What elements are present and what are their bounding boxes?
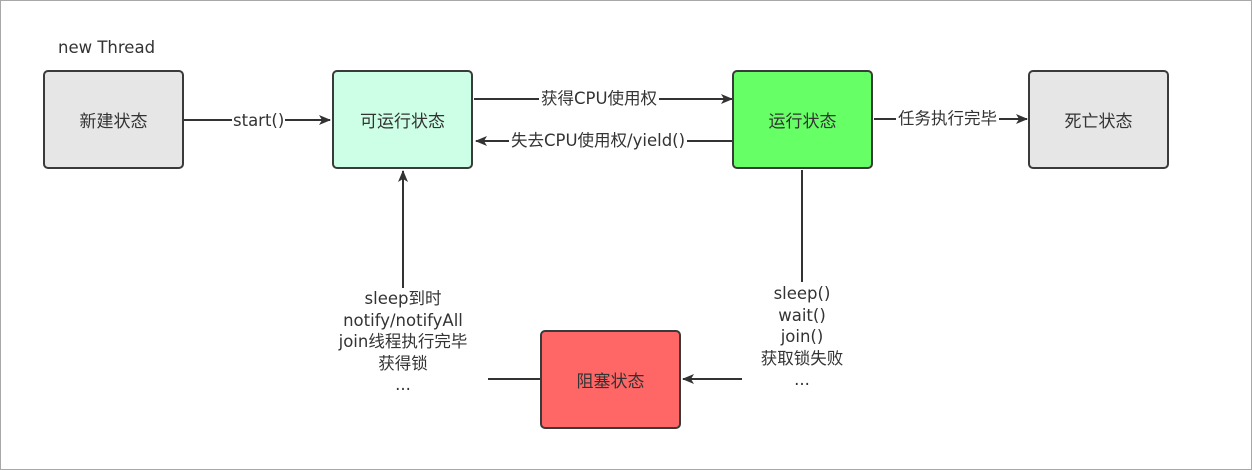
to-runnable-line-1: sleep到时 xyxy=(364,289,442,308)
to-blocked-line-2: wait() xyxy=(778,305,826,325)
to-blocked-line-1: sleep() xyxy=(773,284,831,303)
state-running: 运行状态 xyxy=(732,70,873,169)
edge-label-lose-cpu: 失去CPU使用权/yield() xyxy=(509,131,688,151)
to-runnable-line-3: join线程执行完毕 xyxy=(338,332,468,351)
state-blocked: 阻塞状态 xyxy=(540,330,681,429)
state-new: 新建状态 xyxy=(43,70,184,169)
state-runnable: 可运行状态 xyxy=(332,70,473,169)
caption-new-thread: new Thread xyxy=(58,38,156,57)
to-runnable-line-2: notify/notifyAll xyxy=(343,310,463,330)
to-blocked-line-3: join() xyxy=(780,327,824,346)
edge-label-get-cpu: 获得CPU使用权 xyxy=(539,89,660,109)
edge-label-start: start() xyxy=(232,111,286,131)
to-runnable-line-4: 获得锁 xyxy=(378,353,428,373)
state-dead: 死亡状态 xyxy=(1028,70,1169,169)
edge-label-to-runnable: sleep到时 notify/notifyAll join线程执行完毕 获得锁 … xyxy=(318,288,488,396)
to-blocked-line-4: 获取锁失败 xyxy=(760,348,844,368)
edge-label-finish: 任务执行完毕 xyxy=(896,109,999,129)
edge-label-to-blocked: sleep() wait() join() 获取锁失败 ... xyxy=(742,283,862,391)
to-runnable-line-5: ... xyxy=(395,375,411,394)
to-blocked-line-5: ... xyxy=(794,370,810,389)
